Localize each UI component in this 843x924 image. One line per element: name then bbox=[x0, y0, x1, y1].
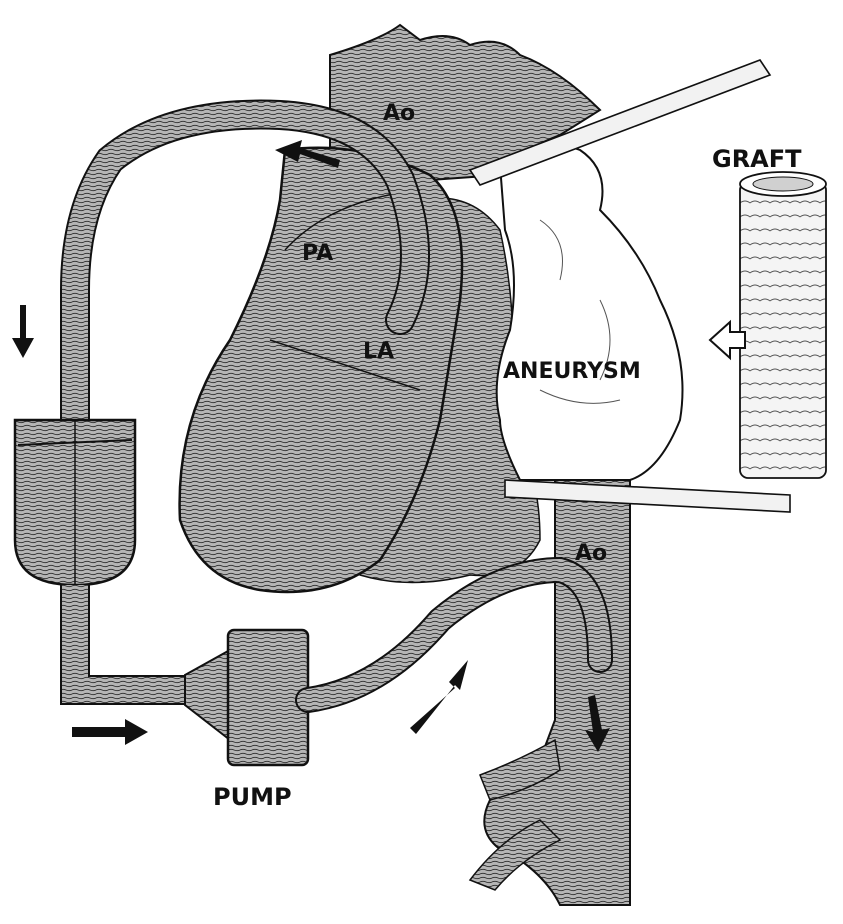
aneurysm-sac bbox=[497, 145, 683, 480]
label-graft: GRAFT bbox=[712, 145, 802, 173]
graft-tube bbox=[740, 172, 826, 478]
flow-arrow-icon bbox=[410, 660, 468, 734]
lower-clamp bbox=[505, 480, 790, 512]
flow-arrow-icon bbox=[72, 719, 148, 745]
tube-to-pump-fill bbox=[75, 585, 200, 690]
label-pulmonary-artery: PA bbox=[302, 241, 333, 266]
label-left-atrium: LA bbox=[363, 339, 394, 364]
pump-inlet-cone bbox=[185, 650, 230, 740]
label-aorta-upper: Ao bbox=[383, 101, 415, 126]
flow-arrow-icon bbox=[12, 305, 34, 358]
label-pump: PUMP bbox=[213, 783, 292, 811]
label-aorta-lower: Ao bbox=[575, 541, 607, 566]
label-aneurysm: ANEURYSM bbox=[503, 359, 641, 384]
tube-to-pump bbox=[75, 585, 200, 690]
